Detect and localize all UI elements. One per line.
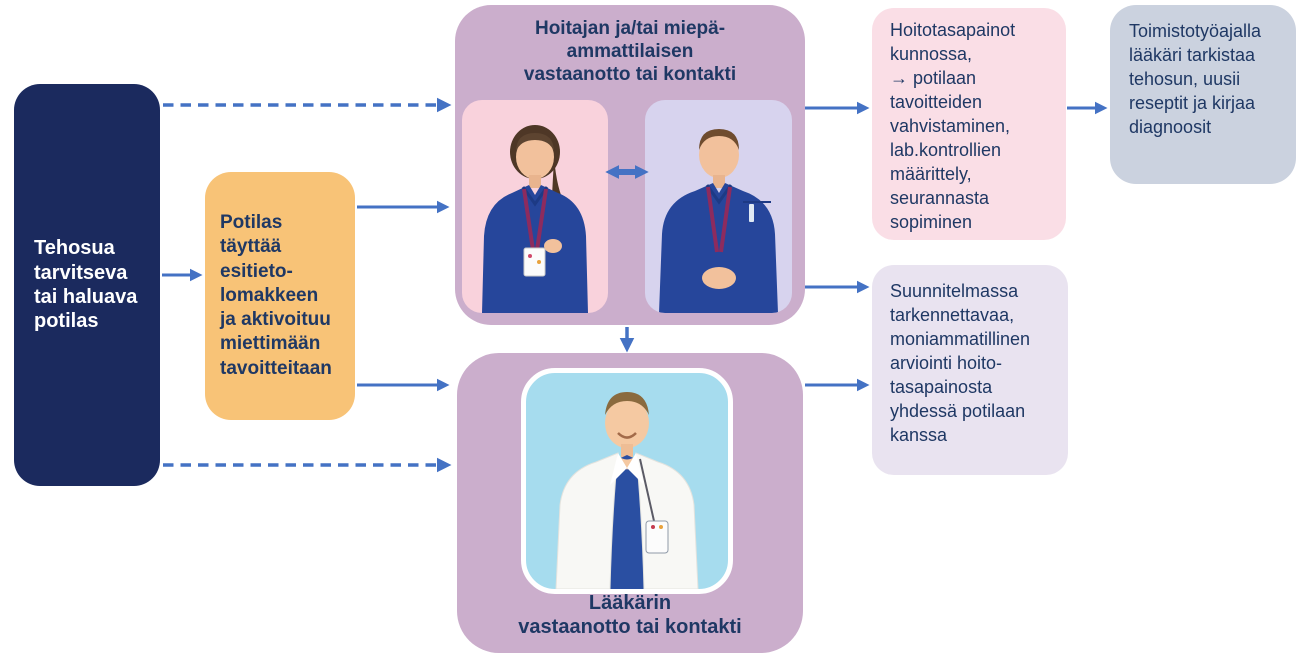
outcome-adjust-box: Suunnitelmassa tarkennettavaa, moniammat…: [872, 265, 1068, 475]
outcome-ok-box: Hoitotasapainot kunnossa, → potilaan tav…: [872, 8, 1066, 240]
nurse-stage-title: Hoitajan ja/tai miepä- ammattilaisen vas…: [523, 18, 737, 86]
nurse-stage-box: Hoitajan ja/tai miepä- ammattilaisen vas…: [455, 5, 805, 325]
doctor-stage-title: Lääkärin vastaanotto tai kontakti: [518, 592, 742, 638]
doctor-illustration: [555, 392, 699, 589]
male-nurse-photo: [645, 100, 792, 313]
office-work-box: Toimistotyöajalla lääkäri tarkistaa teho…: [1110, 5, 1296, 184]
patient-box-label: Tehosua tarvitseva tai haluava potilas: [34, 237, 138, 333]
doctor-stage-box: Lääkärin vastaanotto tai kontakti: [457, 353, 803, 653]
female-nurse-illustration: [482, 125, 588, 313]
patient-box: Tehosua tarvitseva tai haluava potilas: [14, 84, 160, 486]
male-nurse-illustration: [659, 129, 778, 313]
form-box: Potilas täyttää esitieto- lomakkeen ja a…: [205, 172, 355, 420]
doctor-photo: [521, 368, 733, 594]
female-nurse-photo: [462, 100, 608, 313]
form-box-label: Potilas täyttää esitieto- lomakkeen ja a…: [220, 211, 332, 379]
